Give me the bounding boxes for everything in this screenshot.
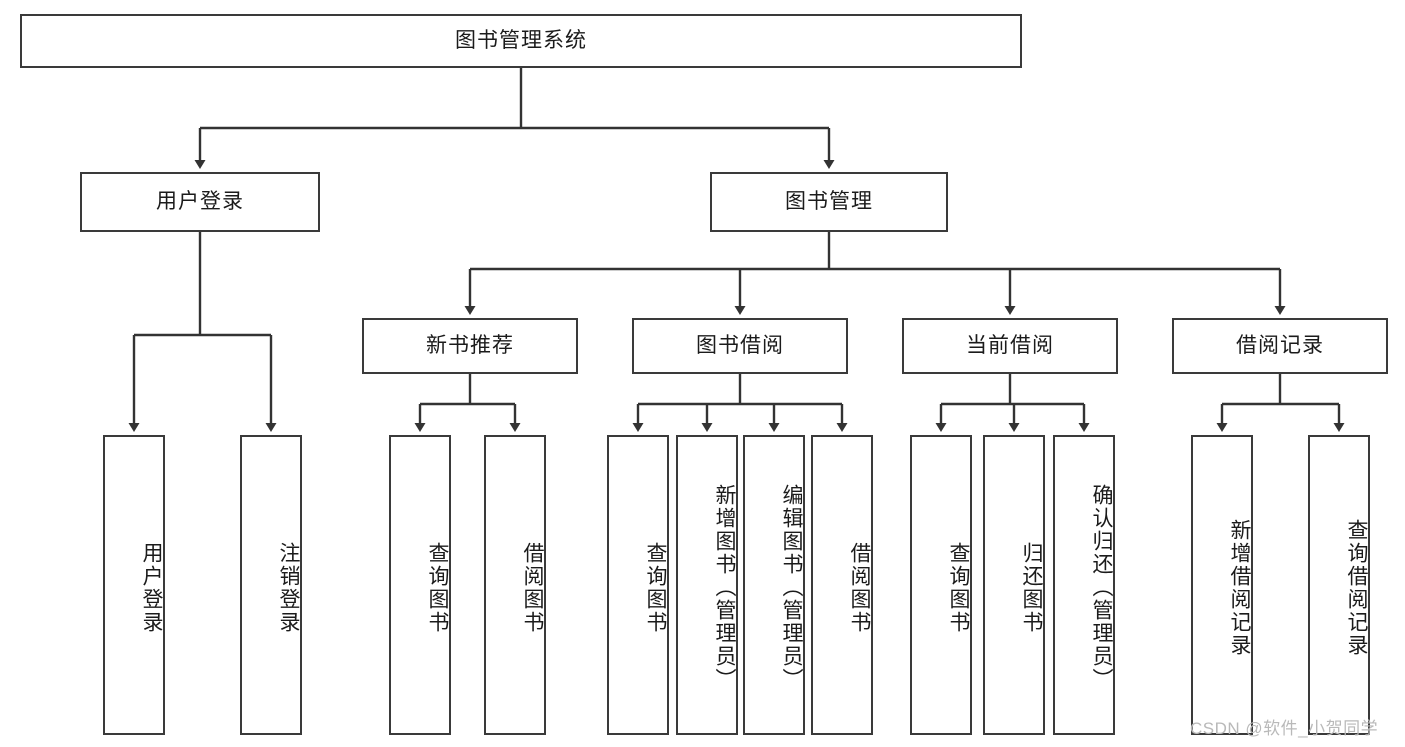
node-current-borrow[interactable]: 当前借阅: [902, 318, 1118, 374]
leaf-leaf-user-logout-label: 注销登录: [277, 542, 300, 634]
leaf-leaf-borrow-book-1[interactable]: 借阅图书: [484, 435, 546, 735]
leaf-leaf-confirm-return[interactable]: 确认归还（管理员）: [1053, 435, 1115, 735]
leaf-leaf-return-book[interactable]: 归还图书: [983, 435, 1045, 735]
leaf-leaf-query-record[interactable]: 查询借阅记录: [1308, 435, 1370, 735]
node-user-login[interactable]: 用户登录: [80, 172, 320, 232]
leaf-leaf-query-book-2-label: 查询图书: [644, 542, 667, 634]
leaf-leaf-query-book-1-label: 查询图书: [426, 542, 449, 634]
node-borrow-record-label: 借阅记录: [1236, 334, 1324, 358]
leaf-leaf-borrow-book-1-label: 借阅图书: [521, 542, 544, 634]
leaf-leaf-add-record-label: 新增借阅记录: [1228, 519, 1251, 657]
leaf-leaf-query-book-3-label: 查询图书: [947, 542, 970, 634]
node-borrow-record[interactable]: 借阅记录: [1172, 318, 1388, 374]
leaf-leaf-add-book[interactable]: 新增图书（管理员）: [676, 435, 738, 735]
leaf-leaf-confirm-return-label: 确认归还（管理员）: [1090, 483, 1113, 691]
leaf-leaf-user-logout[interactable]: 注销登录: [240, 435, 302, 735]
node-current-borrow-label: 当前借阅: [966, 334, 1054, 358]
leaf-leaf-return-book-label: 归还图书: [1020, 542, 1043, 634]
leaf-leaf-query-record-label: 查询借阅记录: [1345, 519, 1368, 657]
node-new-book-rec-label: 新书推荐: [426, 334, 514, 358]
node-book-borrow[interactable]: 图书借阅: [632, 318, 848, 374]
node-book-manage[interactable]: 图书管理: [710, 172, 948, 232]
node-new-book-rec[interactable]: 新书推荐: [362, 318, 578, 374]
leaf-leaf-edit-book-label: 编辑图书（管理员）: [780, 483, 803, 691]
node-user-login-label: 用户登录: [156, 190, 244, 214]
leaf-leaf-add-record[interactable]: 新增借阅记录: [1191, 435, 1253, 735]
leaf-leaf-query-book-3[interactable]: 查询图书: [910, 435, 972, 735]
leaf-leaf-query-book-2[interactable]: 查询图书: [607, 435, 669, 735]
leaf-leaf-user-login-label: 用户登录: [140, 542, 163, 634]
node-book-borrow-label: 图书借阅: [696, 334, 784, 358]
leaf-leaf-add-book-label: 新增图书（管理员）: [713, 483, 736, 691]
leaf-leaf-user-login[interactable]: 用户登录: [103, 435, 165, 735]
node-root-title-label: 图书管理系统: [455, 29, 587, 53]
node-book-manage-label: 图书管理: [785, 190, 873, 214]
csdn-watermark: CSDN @软件_小贺同学: [1190, 719, 1379, 738]
leaf-leaf-borrow-book-2-label: 借阅图书: [848, 542, 871, 634]
leaf-leaf-borrow-book-2[interactable]: 借阅图书: [811, 435, 873, 735]
leaf-leaf-query-book-1[interactable]: 查询图书: [389, 435, 451, 735]
node-root-title[interactable]: 图书管理系统: [20, 14, 1022, 68]
leaf-leaf-edit-book[interactable]: 编辑图书（管理员）: [743, 435, 805, 735]
